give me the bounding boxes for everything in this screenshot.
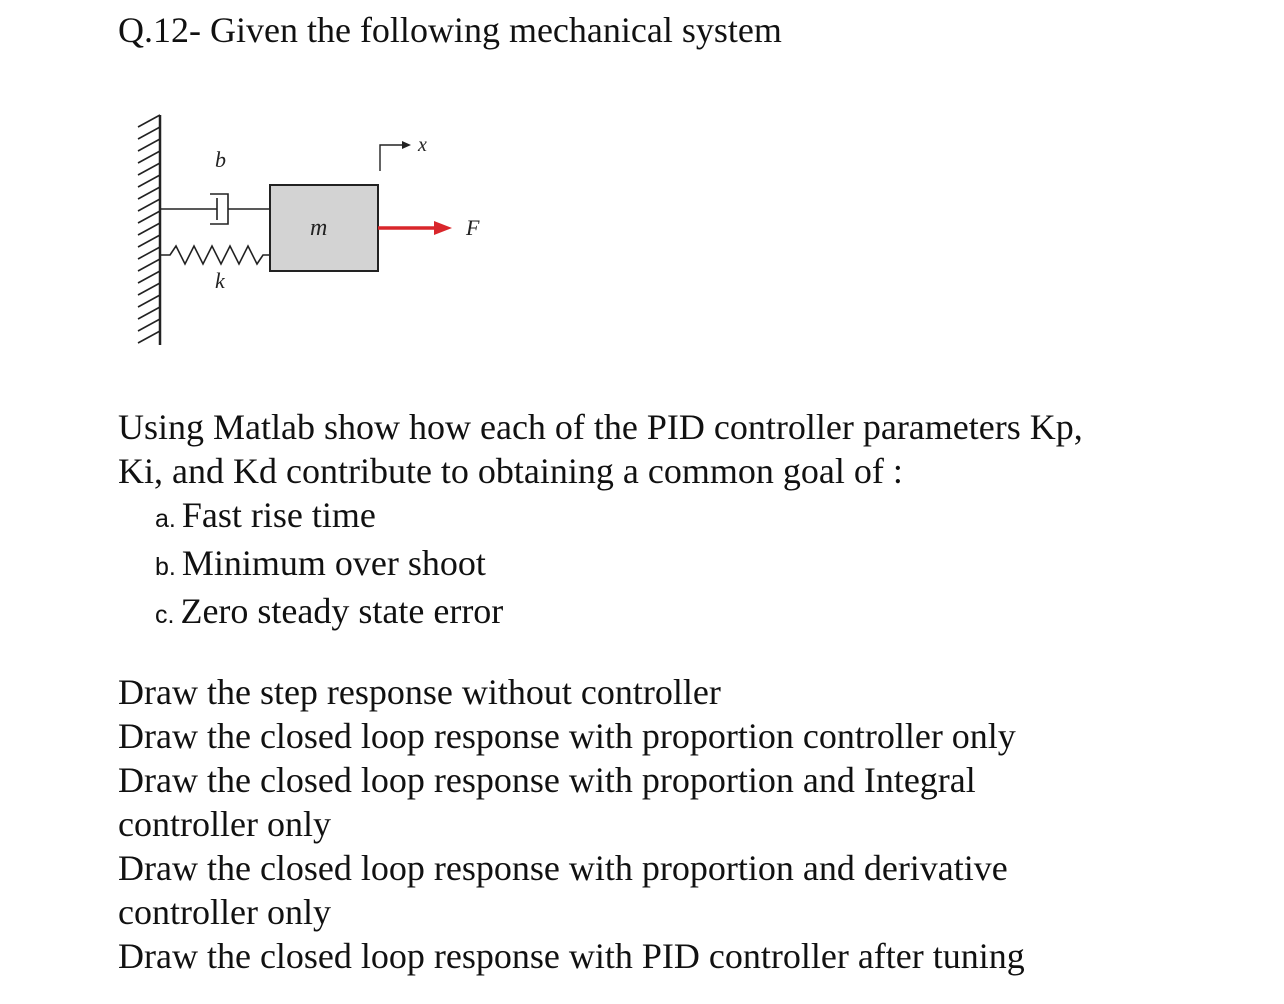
goal-marker: b.: [155, 553, 176, 581]
goal-text: Fast rise time: [181, 495, 376, 535]
goal-marker: a.: [155, 505, 176, 533]
prompt-line-1: Using Matlab show how each of the PID co…: [118, 407, 1083, 447]
task-line: Draw the closed loop response with propo…: [118, 848, 1008, 888]
question-prompt: Using Matlab show how each of the PID co…: [118, 405, 1083, 493]
spring: [160, 244, 270, 266]
fixed-wall: [137, 114, 162, 345]
mass-label: m: [310, 215, 327, 241]
damper: [160, 193, 270, 225]
task-line: controller only: [118, 804, 331, 844]
goal-marker: c.: [155, 601, 175, 629]
mechanical-system-svg: b k m x F: [137, 114, 480, 345]
mass-spring-damper-diagram: b k m x F: [130, 105, 510, 355]
task-line: Draw the closed loop response with PID c…: [118, 936, 1025, 976]
task-line: Draw the step response without controlle…: [118, 672, 721, 712]
prompt-line-2: Ki, and Kd contribute to obtaining a com…: [118, 451, 903, 491]
task-list: Draw the step response without controlle…: [118, 670, 1025, 978]
task-line: controller only: [118, 892, 331, 932]
goal-text: Zero steady state error: [180, 591, 504, 631]
task-line: Draw the closed loop response with propo…: [118, 716, 1016, 756]
displacement-arrow: [379, 141, 411, 171]
damper-label: b: [215, 147, 226, 172]
spring-label: k: [215, 268, 226, 293]
question-title: Q.12- Given the following mechanical sys…: [118, 10, 782, 50]
mass-block: [269, 184, 379, 272]
displacement-label: x: [417, 134, 427, 156]
goal-item: b.Minimum over shoot: [155, 541, 503, 589]
force-arrow: [378, 221, 452, 235]
force-label: F: [465, 215, 480, 240]
goal-item: a.Fast rise time: [155, 493, 503, 541]
goal-list: a.Fast rise time b.Minimum over shoot c.…: [155, 493, 503, 637]
goal-text: Minimum over shoot: [181, 543, 486, 583]
goal-item: c.Zero steady state error: [155, 589, 503, 637]
task-line: Draw the closed loop response with propo…: [118, 760, 976, 800]
